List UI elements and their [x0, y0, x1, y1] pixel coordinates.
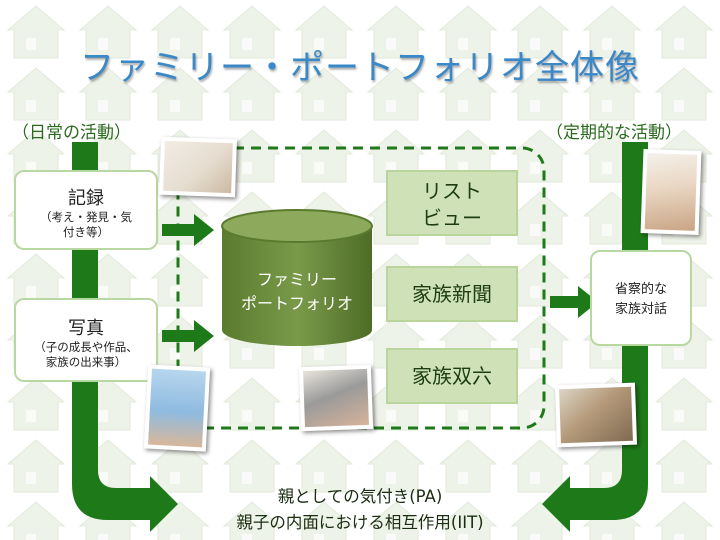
photo-sub2: 家族の出来事） — [45, 355, 127, 369]
photo-frame-icon — [159, 136, 237, 198]
record-sub1: （考え・発見・気 — [40, 210, 132, 224]
database-cylinder-icon — [221, 209, 373, 346]
photo-frame-icon — [554, 382, 638, 448]
bottom-line1: 親としての気付き(PA) — [277, 487, 443, 506]
list-view-line1: リスト — [422, 179, 482, 203]
photo-frame-icon — [640, 149, 702, 235]
bottom-line2: 親子の内面における相互作用(IIT) — [236, 513, 484, 532]
arrow-right-icon — [162, 320, 214, 352]
photo-frame-icon — [143, 364, 211, 452]
photo-title: 写真 — [68, 318, 104, 339]
photo-box: 写真 （子の成長や作品、 家族の出来事） — [14, 298, 158, 382]
family-newspaper-box: 家族新聞 — [386, 266, 518, 322]
periodic-activity-label: （定期的な活動） — [546, 123, 682, 143]
bottom-caption: 親としての気付き(PA) 親子の内面における相互作用(IIT) — [190, 484, 530, 536]
family-sugoroku-box: 家族双六 — [386, 348, 518, 404]
photo-sub1: （子の成長や作品、 — [34, 340, 138, 354]
list-view-box: リスト ビュー — [386, 170, 518, 236]
dialogue-box: 省察的な 家族対話 — [590, 250, 692, 346]
database-label: ファミリー ポートフォリオ — [222, 268, 372, 316]
dialogue-line1: 省察的な — [614, 282, 667, 297]
arrow-right-icon — [550, 286, 598, 318]
database-line1: ファミリー — [256, 270, 337, 289]
record-title: 記録 — [68, 188, 104, 209]
daily-activity-label: （日常の活動） — [12, 123, 131, 143]
database-line2: ポートフォリオ — [240, 294, 353, 313]
list-view-line2: ビュー — [422, 206, 482, 230]
record-box: 記録 （考え・発見・気 付き等） — [14, 170, 158, 250]
photo-frame-icon — [298, 364, 374, 432]
arrow-right-icon — [162, 214, 214, 246]
dialogue-line2: 家族対話 — [614, 302, 667, 317]
record-sub2: 付き等） — [63, 225, 109, 239]
page-title: ファミリー・ポートフォリオ全体像 — [80, 48, 640, 88]
